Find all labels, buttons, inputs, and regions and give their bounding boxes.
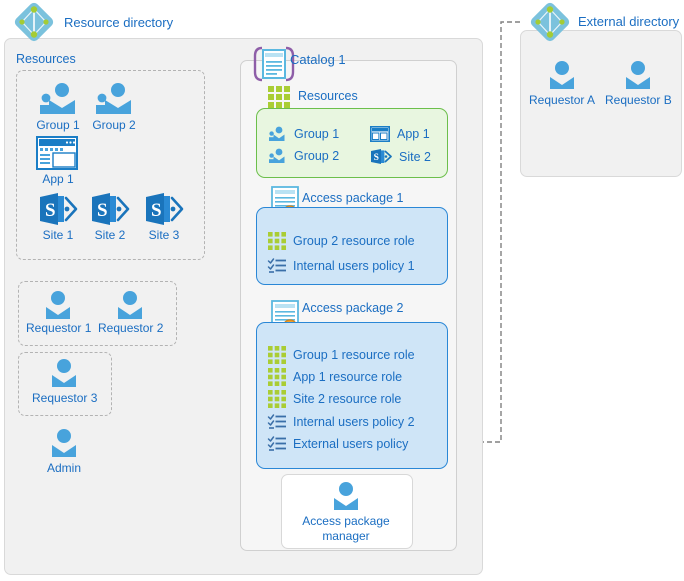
group-icon [268, 148, 287, 164]
resource-label-group-1: Group 1 [36, 118, 80, 132]
access-package-2-row: Site 2 resource role [268, 390, 401, 408]
svg-text:S: S [45, 200, 56, 221]
catalog-resources-label: Resources [298, 89, 358, 103]
resources-dashed-box [16, 70, 205, 260]
group-icon [268, 126, 287, 142]
catalog-resource-site-2: S Site 2 [370, 148, 431, 165]
sharepoint-icon: S [370, 148, 392, 165]
external-directory-panel [520, 30, 682, 177]
access-package-1-row-label: Group 2 resource role [293, 234, 415, 248]
user-icon [622, 60, 654, 90]
catalog-resource-app-1: App 1 [370, 126, 430, 142]
requestor-group-2-box [18, 352, 112, 416]
resource-grid-icon [268, 368, 286, 386]
access-package-2-box [256, 322, 448, 469]
requestor-2-label: Requestor 2 [98, 321, 164, 335]
policy-icon [267, 436, 286, 452]
access-package-manager-box [281, 474, 413, 549]
access-package-2-row: External users policy [267, 436, 409, 452]
access-package-2-title: Access package 2 [302, 301, 404, 315]
requestor-b-label: Requestor B [605, 93, 672, 107]
access-package-manager-label-line1: Access package [302, 514, 390, 528]
resource-grid-icon [268, 232, 286, 250]
user-icon [48, 358, 80, 388]
azure-ad-icon [526, 2, 574, 46]
app-icon [370, 126, 390, 142]
requestor-1-label: Requestor 1 [26, 321, 92, 335]
policy-icon [267, 258, 286, 274]
app-icon [36, 136, 78, 170]
resources-section-label: Resources [16, 52, 76, 66]
requestor-3-label: Requestor 3 [32, 391, 98, 405]
catalog-resources-box [256, 108, 448, 178]
access-package-2-row-label: Group 1 resource role [293, 348, 415, 362]
requestor-a-label: Requestor A [529, 93, 596, 107]
group-icon [36, 82, 80, 116]
azure-ad-icon [10, 2, 58, 46]
external-directory-title: External directory [578, 14, 680, 29]
resource-grid-icon [268, 390, 286, 408]
resource-directory-title: Resource directory [64, 15, 174, 30]
catalog-resource-label: Group 1 [294, 127, 340, 141]
user-icon [114, 290, 146, 320]
access-package-2-row-label: External users policy [293, 437, 409, 451]
svg-text:S: S [97, 200, 108, 221]
user-icon [42, 290, 74, 320]
resource-label-group-2: Group 2 [92, 118, 136, 132]
access-package-1-box [256, 207, 448, 285]
resource-label-app-1: App 1 [42, 172, 74, 186]
policy-icon [267, 414, 286, 430]
resource-label-site-1: Site 1 [42, 228, 74, 242]
user-icon [48, 428, 80, 458]
access-package-1-row-label: Internal users policy 1 [293, 259, 415, 273]
admin-label: Admin [46, 461, 81, 475]
resource-grid-icon [268, 346, 286, 364]
catalog-icon [252, 44, 296, 84]
access-package-2-row-label: Site 2 resource role [293, 392, 402, 406]
resource-label-site-2: Site 2 [94, 228, 126, 242]
user-icon [546, 60, 578, 90]
access-package-1-row: Group 2 resource role [268, 232, 415, 250]
access-package-1-title: Access package 1 [302, 191, 404, 205]
access-package-2-row-label: App 1 resource role [293, 370, 403, 384]
sharepoint-icon: S [90, 192, 130, 226]
group-icon [92, 82, 136, 116]
catalog-resource-label: Site 2 [399, 149, 431, 164]
access-package-1-row: Internal users policy 1 [267, 258, 415, 274]
catalog-title: Catalog 1 [290, 52, 346, 67]
sharepoint-icon: S [144, 192, 184, 226]
access-package-2-row: Group 1 resource role [268, 346, 415, 364]
access-package-2-row-label: Internal users policy 2 [293, 415, 415, 429]
requestor-group-1-box [18, 281, 177, 346]
access-package-2-row: Internal users policy 2 [267, 414, 415, 430]
access-package-2-row: App 1 resource role [268, 368, 402, 386]
resource-label-site-3: Site 3 [148, 228, 180, 242]
svg-text:S: S [374, 153, 379, 163]
catalog-resource-group-2: Group 2 [268, 148, 339, 164]
catalog-resource-label: App 1 [397, 127, 430, 141]
catalog-resource-label: Group 2 [294, 149, 340, 163]
user-icon [330, 481, 362, 511]
access-package-manager-label-line2: manager [322, 529, 370, 543]
svg-text:S: S [151, 200, 162, 221]
catalog-resource-group-1: Group 1 [268, 126, 339, 142]
sharepoint-icon: S [38, 192, 78, 226]
resource-grid-icon [268, 86, 290, 108]
